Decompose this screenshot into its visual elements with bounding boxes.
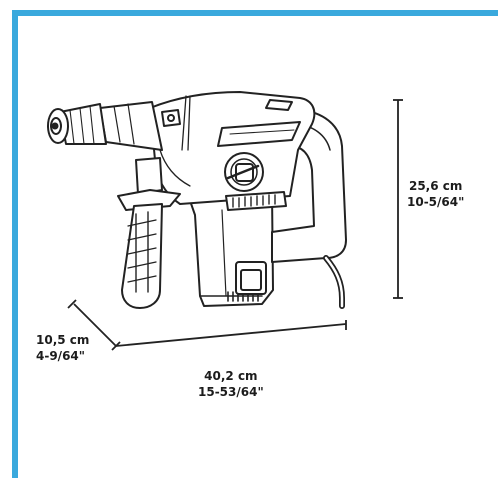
width-dimension-line bbox=[73, 303, 117, 347]
width-imperial: 4-9/64" bbox=[36, 349, 86, 363]
length-dimension-label: 40,2 cm 15-53/64" bbox=[198, 368, 264, 400]
width-dimension-label: 10,5 cm 4-9/64" bbox=[36, 332, 89, 364]
length-imperial: 15-53/64" bbox=[198, 385, 264, 399]
height-imperial: 10-5/64" bbox=[407, 195, 465, 209]
width-metric: 10,5 cm bbox=[36, 333, 90, 347]
length-dimension-line bbox=[115, 323, 347, 347]
frame-left-bar bbox=[12, 10, 18, 478]
length-metric: 40,2 cm bbox=[204, 369, 258, 383]
height-metric: 25,6 cm bbox=[408, 179, 463, 193]
rotary-hammer-illustration bbox=[47, 91, 347, 309]
dimension-lines bbox=[67, 99, 403, 351]
height-dimension-label: 25,6 cm 10-5/64" bbox=[407, 178, 464, 210]
frame-top-bar bbox=[12, 10, 498, 16]
